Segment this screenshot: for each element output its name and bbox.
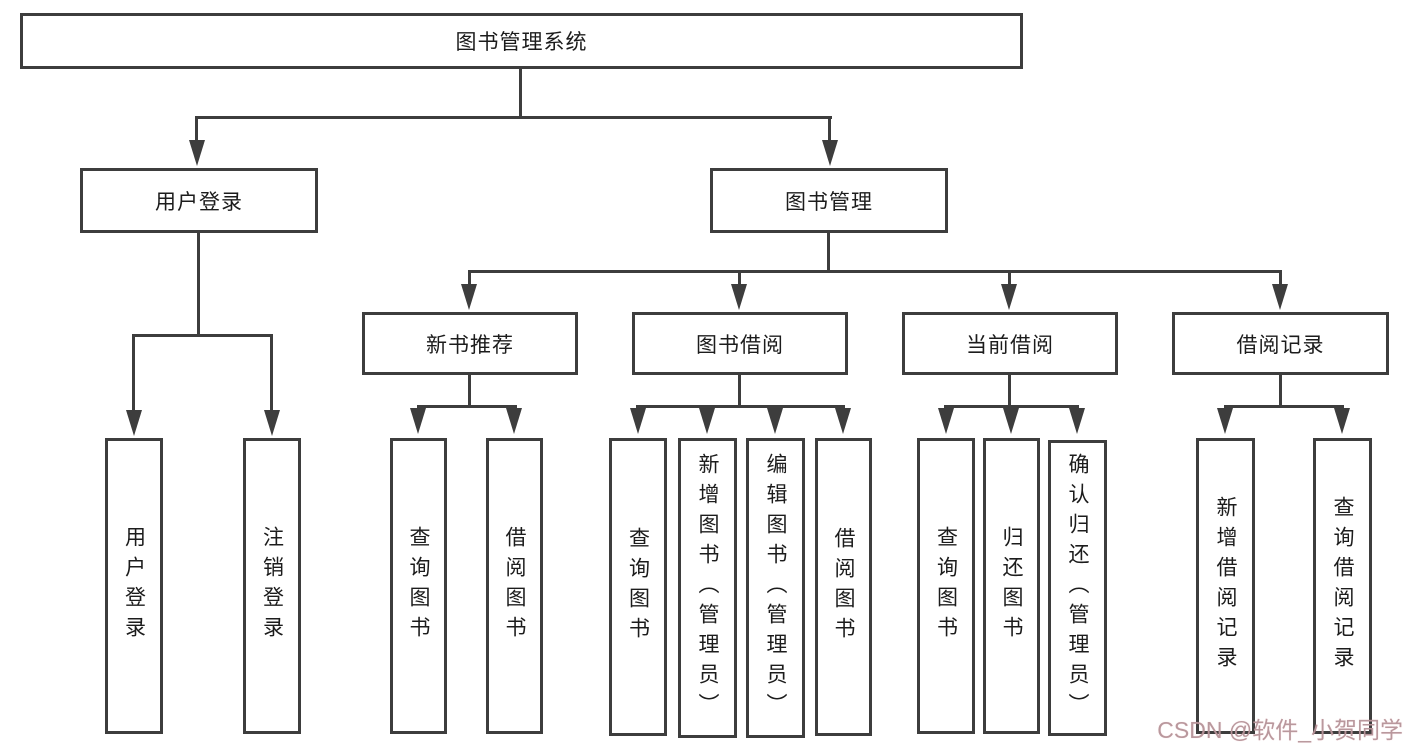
edge-line <box>417 405 517 408</box>
edge-line <box>738 375 741 408</box>
leaf-cb-return-books: 归还图书 <box>983 438 1040 734</box>
edge-line <box>636 405 845 408</box>
edge-line <box>468 270 1282 273</box>
edge-arrowhead-icon <box>731 284 747 310</box>
edge-line <box>132 334 273 337</box>
node-book-borrowing-label: 图书借阅 <box>696 333 784 357</box>
edge-line <box>1279 375 1282 408</box>
leaf-bb-borrow-books-label: 借阅图书 <box>832 527 855 647</box>
edge-line <box>828 116 831 142</box>
node-book-borrowing: 图书借阅 <box>632 312 848 375</box>
leaf-logout: 注销登录 <box>243 438 301 734</box>
leaf-rec-borrow-books: 借阅图书 <box>486 438 543 734</box>
node-new-book-recommend-label: 新书推荐 <box>426 333 514 357</box>
edge-line <box>944 405 1079 408</box>
edge-arrowhead-icon <box>506 408 522 434</box>
edge-arrowhead-icon <box>189 140 205 166</box>
edge-line <box>1008 375 1011 408</box>
node-user-login: 用户登录 <box>80 168 318 233</box>
node-new-book-recommend: 新书推荐 <box>362 312 578 375</box>
edge-arrowhead-icon <box>410 408 426 434</box>
edge-arrowhead-icon <box>1069 408 1085 434</box>
leaf-bb-edit-books-admin-label: 编辑图书（管理员） <box>764 453 787 723</box>
edge-arrowhead-icon <box>1001 284 1017 310</box>
edge-arrowhead-icon <box>938 408 954 434</box>
edge-arrowhead-icon <box>630 408 646 434</box>
node-root: 图书管理系统 <box>20 13 1023 69</box>
edge-arrowhead-icon <box>1003 408 1019 434</box>
leaf-br-add-record: 新增借阅记录 <box>1196 438 1255 734</box>
edge-line <box>1224 405 1344 408</box>
leaf-br-query-record: 查询借阅记录 <box>1313 438 1372 734</box>
edge-line <box>197 233 200 337</box>
leaf-cb-query-books-label: 查询图书 <box>934 526 958 646</box>
edge-line <box>468 270 471 286</box>
leaf-bb-query-books-label: 查询图书 <box>626 527 650 647</box>
leaf-rec-query-books: 查询图书 <box>390 438 447 734</box>
edge-line <box>132 334 135 411</box>
leaf-br-query-record-label: 查询借阅记录 <box>1331 496 1354 676</box>
edge-arrowhead-icon <box>264 410 280 436</box>
csdn-watermark: CSDN @软件_小贺同学 <box>1157 717 1403 743</box>
edge-line <box>195 116 198 142</box>
edge-arrowhead-icon <box>822 140 838 166</box>
leaf-rec-borrow-books-label: 借阅图书 <box>503 526 526 646</box>
edge-arrowhead-icon <box>1334 408 1350 434</box>
edge-line <box>1279 270 1282 286</box>
leaf-bb-borrow-books: 借阅图书 <box>815 438 872 736</box>
leaf-logout-label: 注销登录 <box>260 526 284 646</box>
edge-line <box>468 375 471 408</box>
edge-arrowhead-icon <box>767 408 783 434</box>
edge-arrowhead-icon <box>126 410 142 436</box>
node-root-label: 图书管理系统 <box>455 31 588 54</box>
edge-arrowhead-icon <box>1217 408 1233 434</box>
edge-line <box>519 69 522 118</box>
edge-arrowhead-icon <box>461 284 477 310</box>
node-user-login-label: 用户登录 <box>155 190 243 214</box>
edge-line <box>270 334 273 411</box>
edge-arrowhead-icon <box>699 408 715 434</box>
edge-arrowhead-icon <box>1272 284 1288 310</box>
node-borrowing-records: 借阅记录 <box>1172 312 1389 375</box>
node-borrowing-records-label: 借阅记录 <box>1236 333 1325 357</box>
leaf-bb-query-books: 查询图书 <box>609 438 667 736</box>
leaf-bb-edit-books-admin: 编辑图书（管理员） <box>746 438 805 738</box>
edge-line <box>827 233 830 272</box>
leaf-user-login: 用户登录 <box>105 438 163 734</box>
leaf-cb-query-books: 查询图书 <box>917 438 975 734</box>
leaf-cb-return-books-label: 归还图书 <box>1000 526 1023 646</box>
edge-arrowhead-icon <box>835 408 851 434</box>
leaf-bb-add-books-admin-label: 新增图书（管理员） <box>696 453 719 723</box>
leaf-rec-query-books-label: 查询图书 <box>407 526 430 646</box>
edge-line <box>1008 270 1011 286</box>
leaf-user-login-label: 用户登录 <box>122 526 146 646</box>
leaf-br-add-record-label: 新增借阅记录 <box>1214 496 1237 676</box>
edge-line <box>195 116 832 119</box>
node-current-borrowing-label: 当前借阅 <box>966 333 1054 357</box>
node-current-borrowing: 当前借阅 <box>902 312 1118 375</box>
node-book-management: 图书管理 <box>710 168 948 233</box>
edge-line <box>738 270 741 286</box>
leaf-cb-confirm-return-admin: 确认归还（管理员） <box>1048 440 1107 736</box>
leaf-bb-add-books-admin: 新增图书（管理员） <box>678 438 737 738</box>
node-book-management-label: 图书管理 <box>785 190 873 214</box>
leaf-cb-confirm-return-admin-label: 确认归还（管理员） <box>1066 453 1089 723</box>
